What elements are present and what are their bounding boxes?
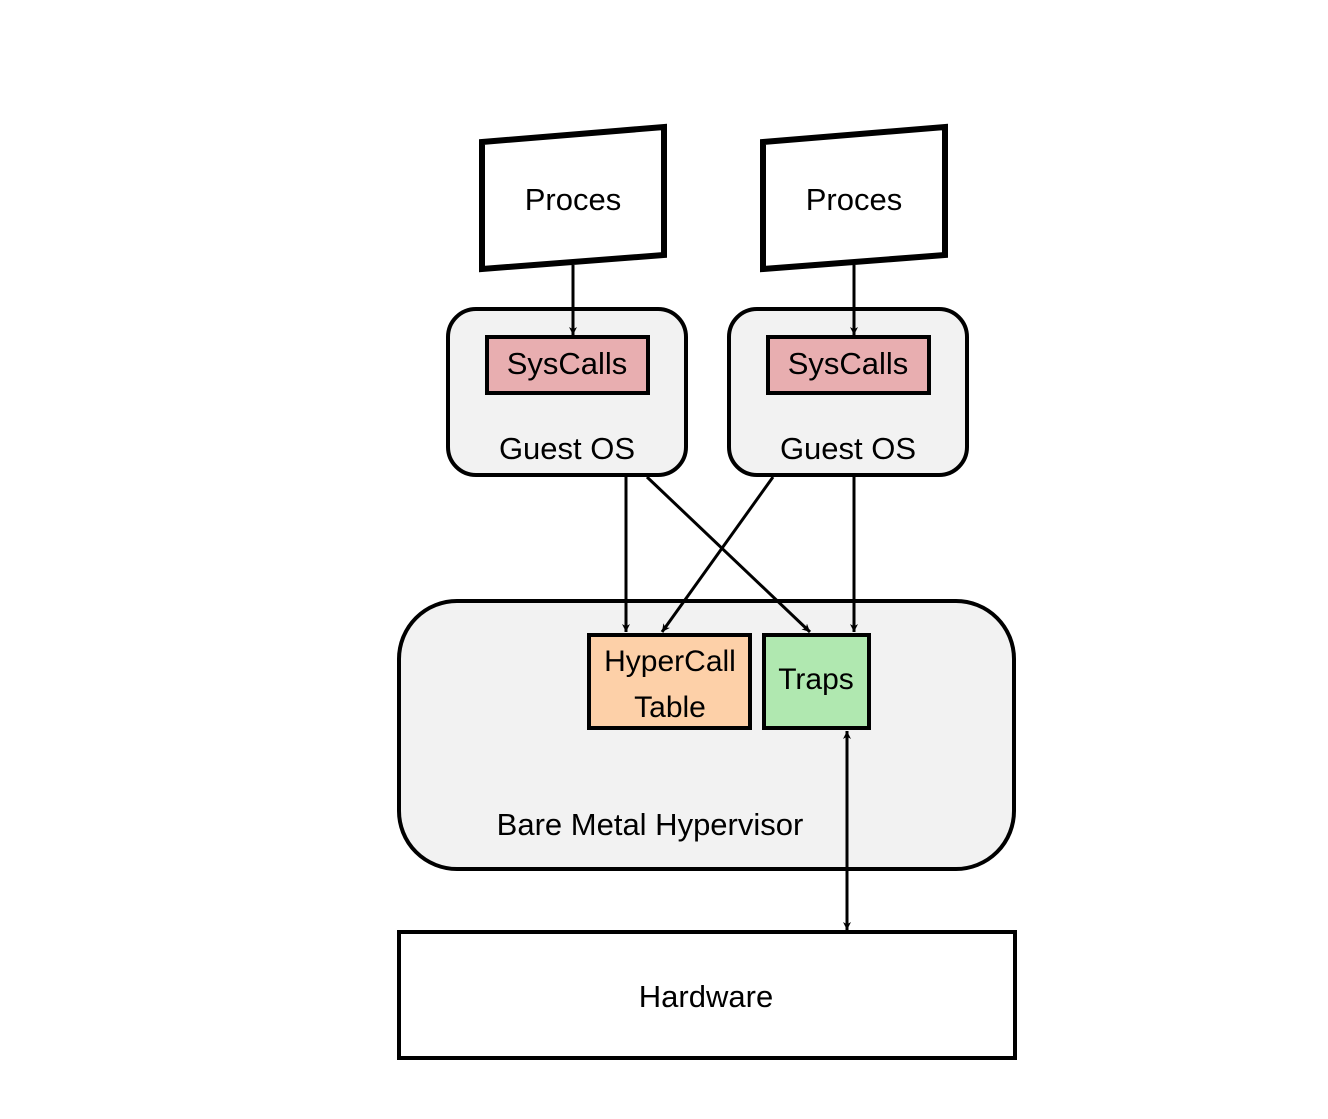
hardware-node: Hardware [397,930,1017,1060]
process-left-node: Proces [479,123,667,273]
traps-box [762,633,871,730]
guest-os-left-node: SysCalls Guest OS [446,307,688,477]
guest-os-right-label: Guest OS [780,431,916,466]
syscalls-left-label: SysCalls [507,346,628,381]
hypervisor-node: HyperCall Table Traps Bare Metal Hypervi… [397,599,1016,871]
edge-guest-left-to-traps [645,475,812,634]
guest-os-right-node: SysCalls Guest OS [727,307,969,477]
process-right-node: Proces [760,123,948,273]
syscalls-right-box [766,335,931,395]
guest-os-left-label: Guest OS [499,431,635,466]
traps-label: Traps [778,663,854,696]
hypercall-table-label-line2: Table [634,691,706,724]
process-right-label: Proces [806,182,902,217]
process-right-shape [760,123,948,273]
process-left-label: Proces [525,182,621,217]
edges [569,265,858,930]
syscalls-left-box [485,335,650,395]
hardware-box [397,930,1017,1060]
hypervisor-label: Bare Metal Hypervisor [497,807,804,842]
hypercall-table-box [587,633,752,730]
syscalls-right-label: SysCalls [788,346,909,381]
edge-guest-right-to-hypercall [660,476,775,633]
hardware-label: Hardware [639,979,773,1014]
hypercall-table-label-line1: HyperCall [604,645,736,678]
process-left-shape [479,123,667,273]
